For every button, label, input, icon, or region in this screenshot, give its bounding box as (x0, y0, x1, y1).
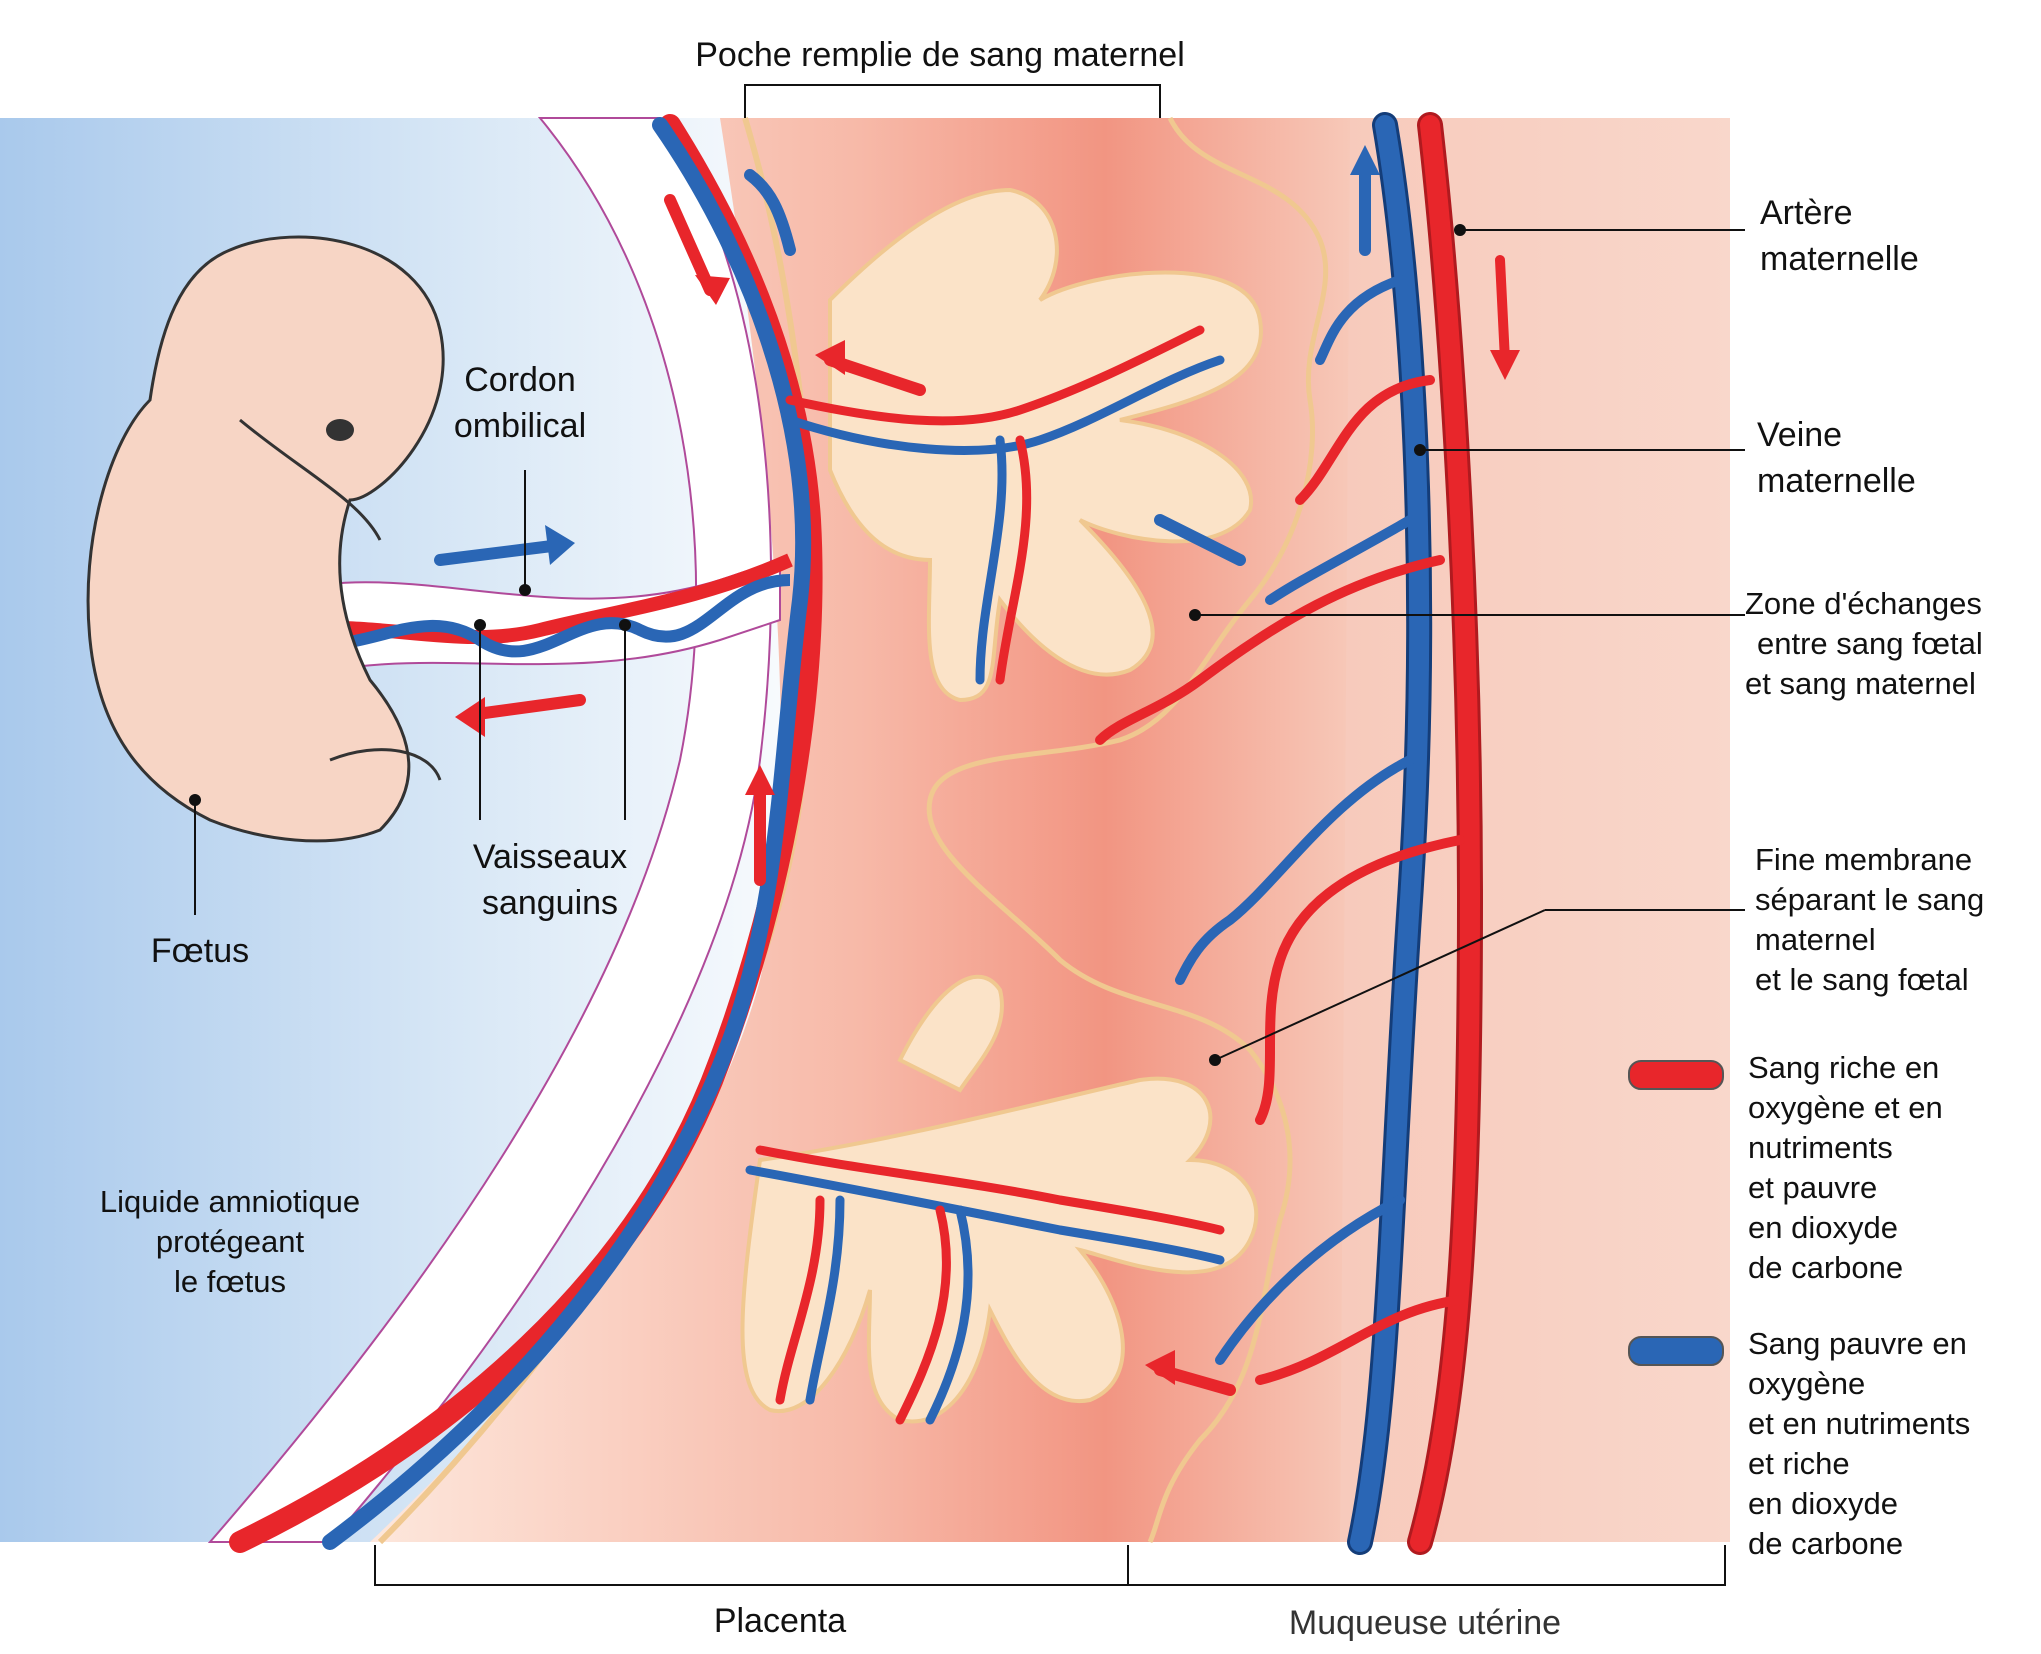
label-liquide-line: Liquide amniotique (99, 1184, 361, 1219)
legend-line: oxygène et en (1748, 1090, 1943, 1125)
label-placenta: Placenta (713, 1602, 847, 1640)
legend-line: Sang pauvre en (1748, 1326, 1967, 1361)
label-vaisseaux-line: sanguins (481, 884, 619, 922)
label-artere-line: Artère (1760, 194, 1853, 232)
legend-swatch-red (1628, 1060, 1724, 1090)
label-veine-line: Veine (1757, 416, 1843, 454)
label-artere-line: maternelle (1760, 240, 1919, 278)
label-cordon-line: Cordon (464, 361, 576, 399)
legend-swatch-blue (1628, 1336, 1724, 1366)
legend-line: de carbone (1748, 1526, 1904, 1561)
cord-sheath (289, 558, 781, 682)
fetal-vessels (229, 114, 1225, 1553)
label-zone: Zone d'échanges entre sang fœtal et sang… (1745, 584, 1983, 704)
legend-text-blue: Sang pauvre en oxygène et en nutriments … (1748, 1324, 1970, 1564)
label-veine-line: maternelle (1757, 462, 1916, 500)
label-veine: Veine maternelle (1757, 412, 1916, 504)
label-liquide-line: protégeant (155, 1224, 305, 1259)
label-zone-line: entre sang fœtal (1757, 626, 1983, 661)
legend-line: en dioxyde (1748, 1486, 1898, 1521)
label-zone-line: Zone d'échanges (1745, 586, 1982, 621)
villi-lower (740, 974, 1259, 1424)
fetus (86, 235, 445, 843)
legend-line: et en nutriments (1748, 1406, 1971, 1441)
label-muqueuse: Muqueuse utérine (1288, 1604, 1562, 1642)
label-membrane-line: et le sang fœtal (1755, 962, 1969, 997)
umbilical-artery (289, 553, 793, 644)
label-liquide-line: le fœtus (174, 1264, 286, 1299)
label-artere: Artère maternelle (1760, 190, 1919, 282)
label-vaisseaux: Vaisseaux sanguins (440, 834, 660, 926)
label-liquide: Liquide amniotique protégeant le fœtus (50, 1182, 410, 1302)
legend-line: et pauvre (1748, 1170, 1878, 1205)
legend-text-red: Sang riche en oxygène et en nutriments e… (1748, 1048, 1943, 1288)
flow-arrows (434, 145, 1520, 1396)
label-poche: Poche remplie de sang maternel (695, 36, 1185, 74)
label-cordon: Cordon ombilical (420, 357, 620, 449)
legend-line: en dioxyde (1748, 1210, 1898, 1245)
leader-lines (189, 224, 1745, 1066)
legend-line: oxygène (1748, 1366, 1866, 1401)
label-membrane-line: maternel (1755, 922, 1876, 957)
legend-line: Sang riche en (1748, 1050, 1940, 1085)
label-membrane-line: Fine membrane (1755, 842, 1973, 877)
uterine-border (926, 116, 1329, 1544)
label-membrane-line: séparant le sang (1755, 882, 1985, 917)
brackets (374, 84, 1726, 1586)
legend-line: nutriments (1748, 1130, 1893, 1165)
label-zone-line: et sang maternel (1745, 666, 1976, 701)
maternal-branches (1095, 275, 1465, 1385)
label-vaisseaux-line: Vaisseaux (472, 838, 628, 876)
legend-line: et riche (1748, 1446, 1850, 1481)
umbilical-vein (298, 574, 791, 658)
legend-line: de carbone (1748, 1250, 1904, 1285)
label-foetus: Fœtus (150, 932, 250, 970)
label-cordon-line: ombilical (453, 407, 587, 445)
label-membrane: Fine membrane séparant le sang maternel … (1755, 840, 1984, 1000)
